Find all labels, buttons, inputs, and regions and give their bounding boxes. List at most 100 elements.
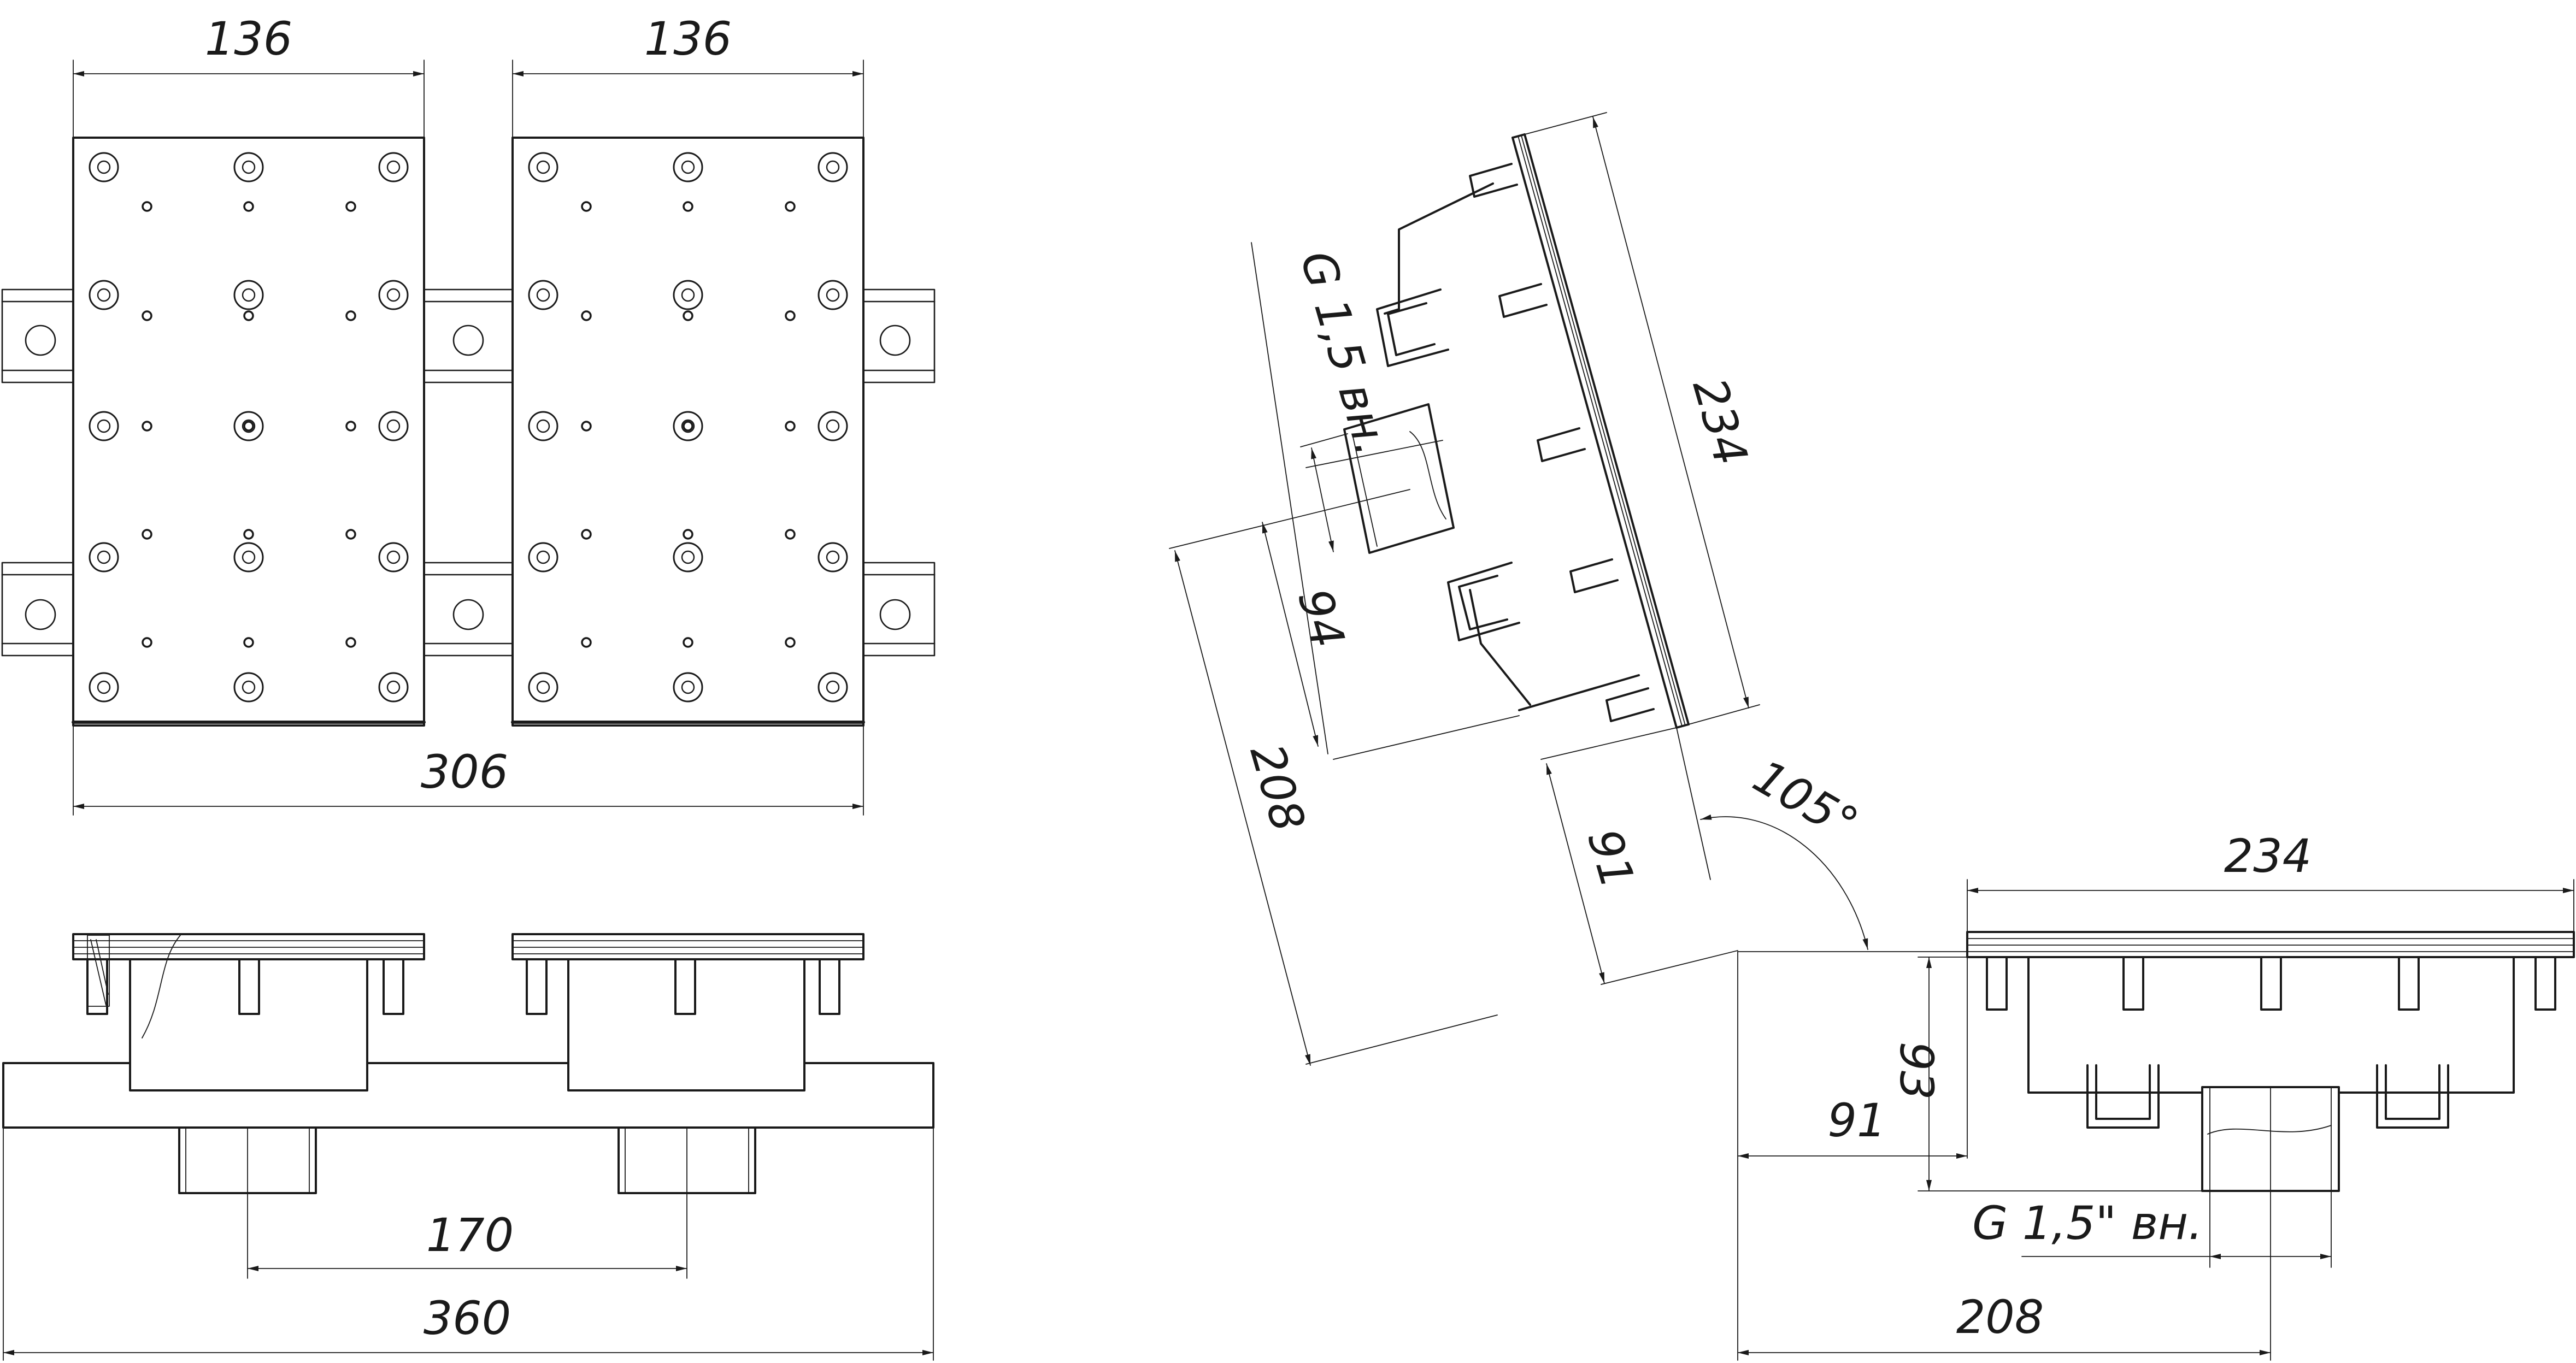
small-hole (581, 421, 592, 432)
bolt-center (242, 680, 256, 694)
small-hole (345, 529, 356, 540)
bolt-center (536, 419, 550, 433)
small-hole (683, 421, 693, 432)
bolt-center (97, 550, 111, 564)
bolt-center (826, 288, 840, 302)
bolt (89, 411, 119, 441)
straight-view-dimensions (1737, 879, 2574, 1361)
dim-straight-thread: G 1,5" вн. (1972, 1196, 2203, 1250)
front-view: 170 360 (2, 933, 934, 1361)
bolt-center (97, 419, 111, 433)
bolt-center (386, 550, 401, 564)
bolt-center (536, 160, 550, 174)
bolt-center (97, 160, 111, 174)
dim-angled-depth: 208 (1240, 738, 1315, 837)
bolt-center (826, 680, 840, 694)
bolt-center (536, 550, 550, 564)
small-hole (581, 529, 592, 540)
bolt-center (826, 550, 840, 564)
dim-straight-height-93: 93 (1890, 1042, 1943, 1100)
top-view: 136 136 306 (1, 12, 936, 816)
bolt-center (681, 288, 695, 302)
bolt (673, 542, 703, 573)
bolt-center (681, 680, 695, 694)
small-hole (785, 310, 796, 321)
small-hole (345, 201, 356, 212)
small-hole (142, 637, 152, 648)
dim-angled-pipe-offset: 94 (1287, 583, 1355, 654)
dim-straight-length: 234 (2224, 829, 2312, 883)
bolt-center (242, 288, 256, 302)
mounting-brackets (1, 288, 936, 657)
small-hole (345, 310, 356, 321)
bolt-center (386, 288, 401, 302)
small-hole (581, 310, 592, 321)
small-hole (785, 637, 796, 648)
bolt-center (242, 160, 256, 174)
dim-right-width: 136 (644, 12, 732, 66)
small-hole (345, 637, 356, 648)
small-hole (683, 310, 693, 321)
dim-angled-thread: G 1,5 вн. (1290, 245, 1399, 461)
small-hole (683, 637, 693, 648)
dim-total-length: 360 (424, 1291, 511, 1345)
bolt-center (681, 160, 695, 174)
angled-view-dimensions (1169, 112, 1979, 1066)
bolt (233, 672, 264, 703)
bolt (378, 672, 409, 703)
dim-left-width: 136 (205, 12, 292, 66)
bolt (673, 152, 703, 182)
small-hole (785, 421, 796, 432)
small-hole (142, 529, 152, 540)
bolt-center (386, 160, 401, 174)
bolt (818, 152, 848, 182)
bolt (673, 280, 703, 310)
straight-view: 234 91 93 G 1,5" вн. 208 (1737, 829, 2575, 1361)
bolt-center (826, 160, 840, 174)
dim-angle: 105° (1744, 750, 1867, 851)
bolt-center (97, 288, 111, 302)
left-plate (72, 137, 425, 727)
bolt-center (386, 419, 401, 433)
small-hole (683, 201, 693, 212)
bolt (528, 411, 558, 441)
small-hole (581, 201, 592, 212)
bolt-center (386, 680, 401, 694)
small-hole (243, 421, 254, 432)
bolt (528, 542, 558, 573)
dim-total-width: 306 (421, 745, 508, 799)
small-hole (683, 529, 693, 540)
bolt (673, 411, 703, 441)
small-hole (243, 637, 254, 648)
angled-view: 234 G 1,5 вн. 94 208 91 105° (1169, 112, 1979, 1066)
small-hole (142, 421, 152, 432)
bolt (378, 152, 409, 182)
bolt (89, 152, 119, 182)
front-view-dimensions (3, 1127, 934, 1361)
bolt (528, 672, 558, 703)
small-hole (243, 310, 254, 321)
bolt (818, 672, 848, 703)
bolt (818, 411, 848, 441)
small-hole (785, 529, 796, 540)
bolt (378, 542, 409, 573)
bolt-center (536, 680, 550, 694)
bolt (233, 280, 264, 310)
small-hole (345, 421, 356, 432)
dim-angled-height: 91 (1577, 823, 1645, 894)
small-hole (243, 529, 254, 540)
bolt (818, 542, 848, 573)
top-view-dimensions (73, 60, 864, 816)
dim-straight-depth: 208 (1956, 1290, 2044, 1344)
dim-outlet-spacing: 170 (426, 1208, 514, 1262)
small-hole (581, 637, 592, 648)
bolt (89, 672, 119, 703)
bolt (378, 411, 409, 441)
bolt-center (242, 550, 256, 564)
bolt (89, 280, 119, 310)
small-hole (142, 201, 152, 212)
dim-angled-length: 234 (1683, 372, 1758, 471)
small-hole (142, 310, 152, 321)
bolt (818, 280, 848, 310)
